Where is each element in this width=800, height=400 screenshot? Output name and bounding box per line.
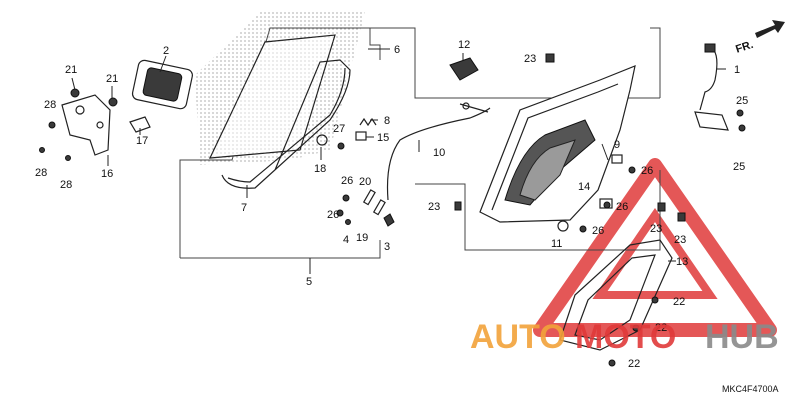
label-20: 20 (359, 176, 371, 188)
fasteners (39, 88, 118, 161)
reference-code: MKC4F4700A (722, 384, 779, 394)
lock-unit-part-2 (131, 59, 193, 110)
clip-part-23-b (454, 201, 462, 211)
label-21-a: 21 (65, 64, 77, 76)
screw-part-22-b (632, 324, 640, 332)
clip-part-23-c (657, 202, 666, 212)
front-direction-arrow: FR. (734, 20, 785, 56)
label-13: 13 (676, 256, 688, 268)
switch-part-12 (449, 57, 479, 81)
clip-part-17 (129, 116, 151, 133)
grommet-part-11 (557, 220, 569, 232)
label-26-a: 26 (341, 175, 353, 187)
label-21-b: 21 (106, 73, 118, 85)
watermark-text: AUTO MOTO HUB (470, 318, 779, 356)
spring-part-8 (359, 117, 377, 127)
screw-part-22-c (608, 359, 616, 367)
label-9: 9 (614, 139, 620, 151)
screw-part-26-a (342, 194, 350, 202)
panel-part-13 (559, 239, 673, 351)
window-panel (195, 12, 365, 165)
label-23-c: 23 (650, 223, 662, 235)
label-26-c: 26 (641, 165, 653, 177)
side-cover-part-9 (479, 65, 636, 223)
screw-part-26-d (603, 201, 611, 209)
label-19: 19 (356, 232, 368, 244)
label-7: 7 (241, 202, 247, 214)
part-labels: 1 2 3 4 5 6 7 8 9 10 11 12 13 14 15 16 1… (35, 39, 748, 370)
label-22-a: 22 (673, 296, 685, 308)
label-28-c: 28 (60, 179, 72, 191)
label-3: 3 (384, 241, 390, 253)
label-23-b: 23 (428, 201, 440, 213)
screw-part-26-e (579, 225, 587, 233)
label-8: 8 (384, 115, 390, 127)
label-17: 17 (136, 135, 148, 147)
watermark-auto: AUTO (470, 318, 566, 356)
nut-part-4 (345, 219, 351, 225)
label-15: 15 (377, 132, 389, 144)
leader-lines (71, 48, 726, 274)
label-27: 27 (333, 123, 345, 135)
label-28-a: 28 (44, 99, 56, 111)
cap-part-15 (355, 131, 367, 141)
screw-part-27 (337, 142, 345, 150)
latch-part-20 (362, 189, 376, 206)
bracket-part-16 (61, 94, 111, 156)
cable-part-10 (386, 107, 491, 201)
harness-part-1 (699, 47, 718, 111)
screw-part-25-a (736, 109, 744, 117)
label-22-b: 22 (655, 322, 667, 334)
label-1: 1 (734, 64, 740, 76)
screw-part-26-c (628, 166, 636, 174)
label-12: 12 (458, 39, 470, 51)
label-23-d: 23 (674, 234, 686, 246)
label-5: 5 (306, 276, 312, 288)
label-23-a: 23 (524, 53, 536, 65)
direction-label: FR. (734, 39, 755, 56)
screw-part-26-b (336, 209, 344, 217)
label-16: 16 (101, 168, 113, 180)
frame-part-7 (221, 59, 351, 189)
clip-part-23-a (545, 53, 555, 63)
label-26-b: 26 (327, 209, 339, 221)
latch-part-19 (372, 199, 386, 216)
screw-part-25-b (738, 124, 746, 132)
label-11: 11 (551, 238, 562, 250)
label-4: 4 (343, 234, 349, 246)
label-28-b: 28 (35, 167, 47, 179)
label-18: 18 (314, 163, 326, 175)
hook-part-3 (383, 213, 395, 227)
label-25-a: 25 (736, 95, 748, 107)
watermark-moto: MOTO (575, 318, 676, 356)
label-2: 2 (163, 45, 169, 57)
watermark-hub: HUB (705, 318, 779, 356)
screw-part-22-a (651, 296, 659, 304)
label-10: 10 (433, 147, 445, 159)
label-26-d: 26 (616, 201, 628, 213)
hook-part-18 (316, 134, 328, 146)
label-25-b: 25 (733, 161, 745, 173)
label-6: 6 (394, 44, 400, 56)
label-14: 14 (578, 181, 590, 193)
label-22-c: 22 (628, 358, 640, 370)
clip-part-23-d (677, 212, 686, 222)
label-26-e: 26 (592, 225, 604, 237)
